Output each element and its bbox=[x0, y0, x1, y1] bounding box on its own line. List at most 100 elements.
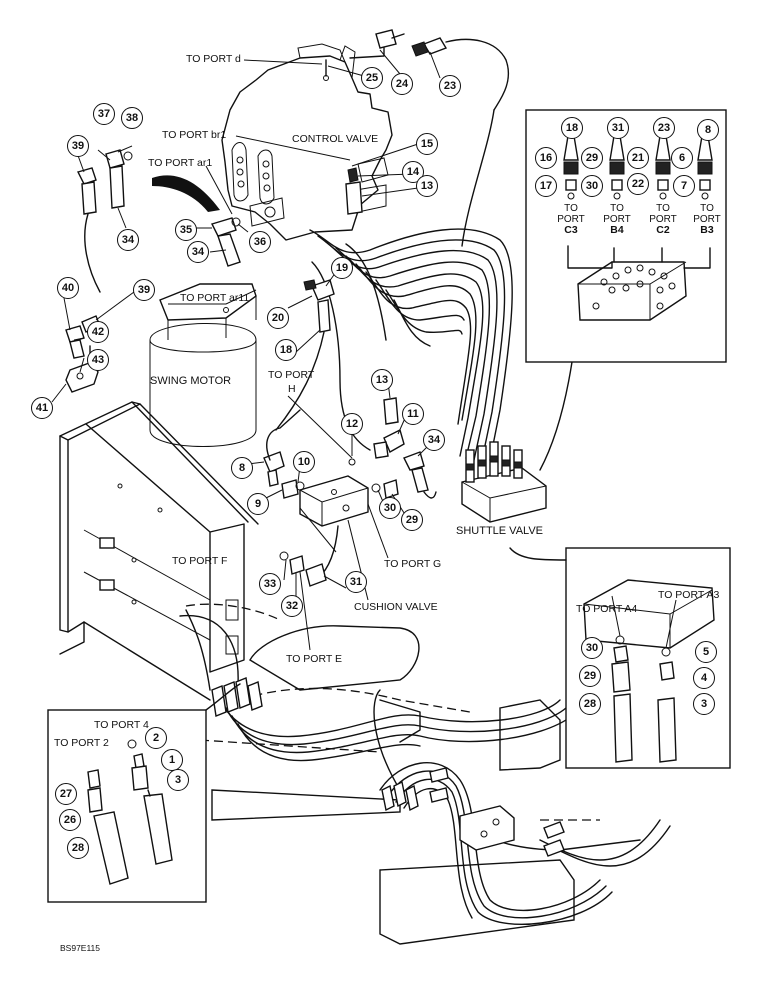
fittings-30-29-left bbox=[371, 479, 399, 499]
inset-callout-r28: 28 bbox=[579, 693, 601, 715]
label-control-valve: CONTROL VALVE bbox=[292, 133, 379, 145]
callout-36: 36 bbox=[249, 231, 271, 253]
fitting-35-elbow bbox=[211, 217, 241, 267]
label-to-port-2: TO PORT 2 bbox=[54, 737, 109, 749]
inset-callout-30: 30 bbox=[581, 175, 603, 197]
label-to-port-d: TO PORT d bbox=[186, 53, 241, 65]
inset-callout-l27: 27 bbox=[55, 783, 77, 805]
callout-13b: 13 bbox=[371, 369, 393, 391]
callout-24: 24 bbox=[391, 73, 413, 95]
callout-37: 37 bbox=[93, 103, 115, 125]
callout-25: 25 bbox=[361, 67, 383, 89]
callout-10: 10 bbox=[293, 451, 315, 473]
callout-31: 31 bbox=[345, 571, 367, 593]
callout-9: 9 bbox=[247, 493, 269, 515]
swing-motor bbox=[149, 283, 257, 447]
inset-callout-r30: 30 bbox=[581, 637, 603, 659]
hose-39 bbox=[84, 213, 101, 293]
callout-38: 38 bbox=[121, 107, 143, 129]
label-swing-motor: SWING MOTOR bbox=[150, 375, 232, 387]
callout-30: 30 bbox=[379, 497, 401, 519]
hose-18 bbox=[275, 331, 325, 431]
lower-undercarriage bbox=[179, 603, 600, 945]
label-to-port-ar1: TO PORT ar1 bbox=[148, 157, 213, 169]
callout-20: 20 bbox=[267, 307, 289, 329]
inset-callout-l3: 3 bbox=[167, 769, 189, 791]
inset-callout-17: 17 bbox=[535, 175, 557, 197]
callout-11: 11 bbox=[402, 403, 424, 425]
inset-callout-r4: 4 bbox=[693, 667, 715, 689]
callout-35: 35 bbox=[175, 219, 197, 241]
callout-39b: 39 bbox=[133, 279, 155, 301]
label-cushion-valve: CUSHION VALVE bbox=[354, 601, 438, 613]
inset-callout-6: 6 bbox=[671, 147, 693, 169]
callout-40: 40 bbox=[57, 277, 79, 299]
leader-shuttle-inset bbox=[539, 361, 573, 471]
label-to-port-h-line2: H bbox=[288, 383, 296, 395]
inset-callout-l28: 28 bbox=[67, 837, 89, 859]
inset-callout-23: 23 bbox=[653, 117, 675, 139]
lower-fittings bbox=[211, 677, 565, 857]
callout-13: 13 bbox=[416, 175, 438, 197]
callout-33: 33 bbox=[259, 573, 281, 595]
inset-callout-29: 29 bbox=[581, 147, 603, 169]
direction-arrow bbox=[152, 175, 220, 212]
fitting-24 bbox=[349, 29, 405, 59]
callout-41: 41 bbox=[31, 397, 53, 419]
fitting-19-20-18 bbox=[303, 279, 335, 333]
callout-32: 32 bbox=[281, 595, 303, 617]
inset-callout-21: 21 bbox=[627, 147, 649, 169]
callout-8: 8 bbox=[231, 457, 253, 479]
fitting-23 bbox=[411, 37, 510, 111]
callout-34b: 34 bbox=[187, 241, 209, 263]
callout-43: 43 bbox=[87, 349, 109, 371]
callout-12: 12 bbox=[341, 413, 363, 435]
inset-callout-l26: 26 bbox=[59, 809, 81, 831]
callout-39: 39 bbox=[67, 135, 89, 157]
callout-34: 34 bbox=[117, 229, 139, 251]
callout-29: 29 bbox=[401, 509, 423, 531]
inset-callout-31: 31 bbox=[607, 117, 629, 139]
label-to-port-f: TO PORT F bbox=[172, 555, 228, 567]
shuttle-valve bbox=[461, 441, 547, 523]
label-to-port-a4: TO PORT A4 bbox=[576, 603, 638, 615]
label-to-port-g: TO PORT G bbox=[384, 558, 442, 570]
label-to-port-h-line1: TO PORT bbox=[268, 369, 315, 381]
fitting-13b-11 bbox=[348, 397, 405, 466]
fittings-33-32-31 bbox=[279, 551, 327, 587]
label-to-port-4: TO PORT 4 bbox=[94, 719, 149, 731]
label-to-port-br1: TO PORT br1 bbox=[162, 129, 227, 141]
inset-callout-8: 8 bbox=[697, 119, 719, 141]
callout-15: 15 bbox=[416, 133, 438, 155]
inset-shuttle-ports bbox=[525, 109, 727, 363]
fittings-8-9-10 bbox=[263, 409, 305, 499]
hose-bundle bbox=[309, 228, 513, 461]
inset-callout-l1: 1 bbox=[161, 749, 183, 771]
inset-callout-r3: 3 bbox=[693, 693, 715, 715]
label-to-port-ar11: TO PORT ar11 bbox=[180, 292, 250, 304]
inset-callout-16: 16 bbox=[535, 147, 557, 169]
frame bbox=[59, 401, 259, 701]
fitting-14-13 bbox=[345, 167, 363, 215]
inset-callout-18: 18 bbox=[561, 117, 583, 139]
cushion-valve bbox=[299, 475, 369, 579]
fitting-37-38 bbox=[105, 149, 133, 209]
fitting-34c bbox=[403, 451, 437, 499]
inset-ports-2-4 bbox=[47, 683, 241, 903]
callout-42: 42 bbox=[87, 321, 109, 343]
inset-callout-7: 7 bbox=[673, 175, 695, 197]
inset-callout-22: 22 bbox=[627, 173, 649, 195]
label-to-port-a3: TO PORT A3 bbox=[658, 589, 720, 601]
callout-23: 23 bbox=[439, 75, 461, 97]
inset-callout-l2: 2 bbox=[145, 727, 167, 749]
inset-callout-r5: 5 bbox=[695, 641, 717, 663]
label-shuttle-valve: SHUTTLE VALVE bbox=[456, 525, 544, 537]
callout-18: 18 bbox=[275, 339, 297, 361]
label-to-port-e: TO PORT E bbox=[286, 653, 343, 665]
